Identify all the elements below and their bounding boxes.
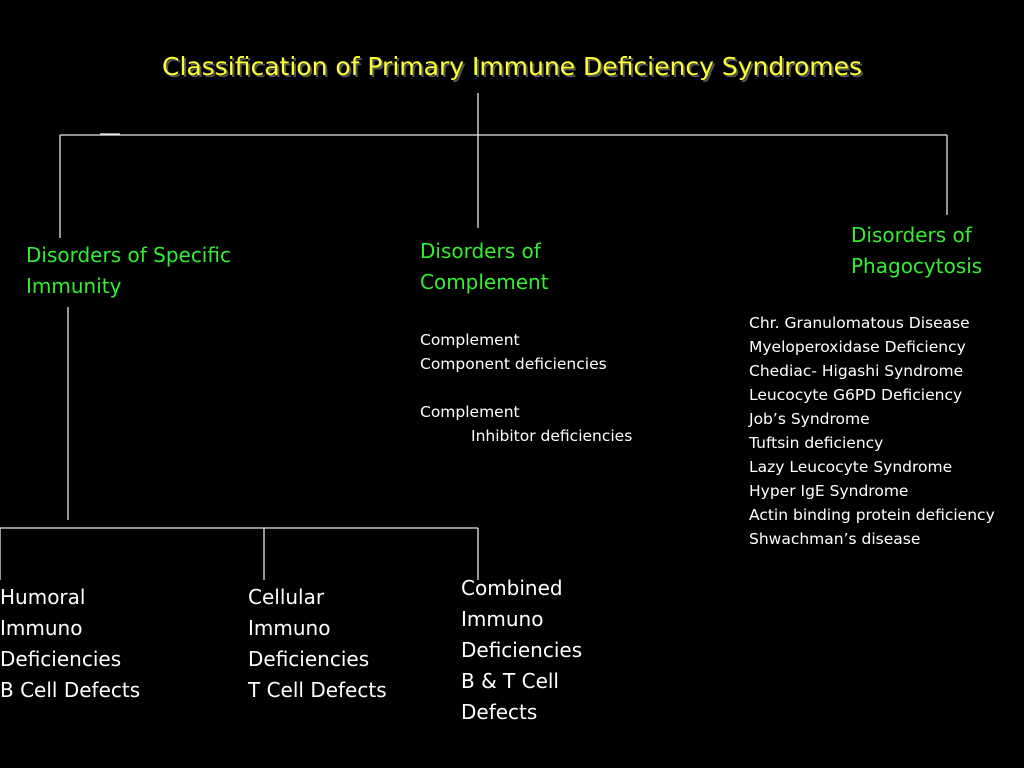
list-item: Lazy Leucocyte Syndrome <box>749 458 953 476</box>
heading-line: Disorders of <box>420 239 541 263</box>
list-item: Job’s Syndrome <box>749 410 870 428</box>
cellular-node: Cellular Immuno Deficiencies T Cell Defe… <box>248 582 387 706</box>
list-item: Chediac- Higashi Syndrome <box>749 362 964 380</box>
heading-line: Disorders of Specific <box>26 243 231 267</box>
node-line: Immuno <box>0 616 83 640</box>
specific-immunity-heading: Disorders of Specific Immunity <box>26 240 231 302</box>
node-line: Humoral <box>0 585 86 609</box>
list-item: Leucocyte G6PD Deficiency <box>749 386 963 404</box>
heading-line: Complement <box>420 270 549 294</box>
phagocytosis-heading: Disorders of Phagocytosis <box>851 220 982 282</box>
heading-line: Phagocytosis <box>851 254 983 278</box>
node-line: T Cell Defects <box>248 678 387 702</box>
node-line: Cellular <box>248 585 325 609</box>
list-item: Inhibitor deficiencies <box>471 427 633 445</box>
node-line: Combined <box>461 576 563 600</box>
diagram-title: Classification of Primary Immune Deficie… <box>162 52 862 81</box>
combined-node: Combined Immuno Deficiencies B & T Cell … <box>461 573 582 728</box>
node-line: Deficiencies <box>461 638 583 662</box>
complement-list: Complement Component deficiencies Comple… <box>420 328 632 448</box>
list-item: Shwachman’s disease <box>749 530 921 548</box>
list-item: Component deficiencies <box>420 355 607 373</box>
node-line: Deficiencies <box>248 647 370 671</box>
node-line: B Cell Defects <box>0 678 141 702</box>
humoral-node: Humoral Immuno Deficiencies B Cell Defec… <box>0 582 140 706</box>
list-item: Chr. Granulomatous Disease <box>749 314 970 332</box>
node-line: B & T Cell <box>461 669 559 693</box>
list-item: Complement <box>420 403 520 421</box>
list-item: Actin binding protein deficiency <box>749 506 995 524</box>
node-line: Immuno <box>248 616 331 640</box>
list-item: Myeloperoxidase Deficiency <box>749 338 966 356</box>
list-item: Tuftsin deficiency <box>749 434 884 452</box>
node-line: Deficiencies <box>0 647 122 671</box>
heading-line: Disorders of <box>851 223 972 247</box>
complement-heading: Disorders of Complement <box>420 236 549 298</box>
list-item: Hyper IgE Syndrome <box>749 482 909 500</box>
phagocytosis-list: Chr. Granulomatous Disease Myeloperoxida… <box>749 311 995 551</box>
node-line: Immuno <box>461 607 544 631</box>
heading-line: Immunity <box>26 274 122 298</box>
node-line: Defects <box>461 700 538 724</box>
list-item: Complement <box>420 331 520 349</box>
